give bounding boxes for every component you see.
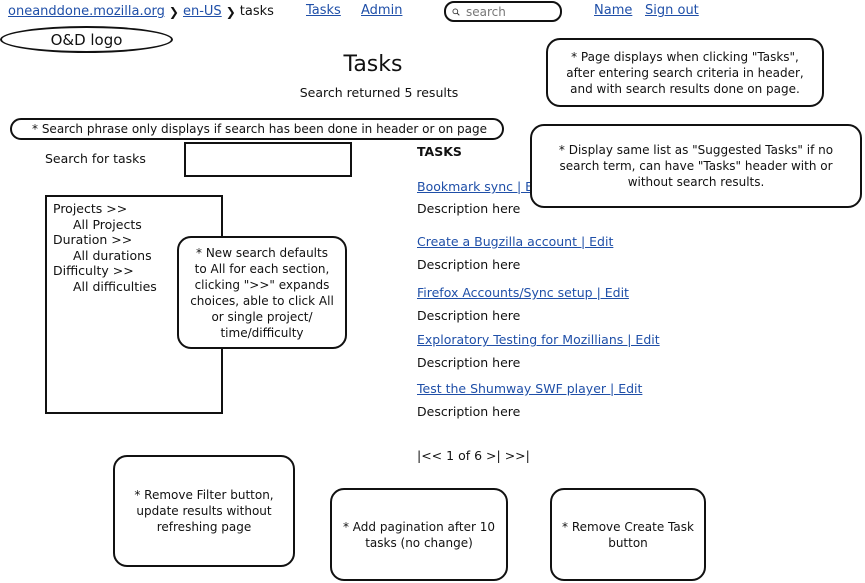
pagination-first[interactable]: |<< [417,448,443,463]
task-description: Description here [417,257,521,272]
nav-tasks-link[interactable]: Tasks [306,3,341,18]
task-link[interactable]: Bookmark sync | Edit [417,179,550,194]
annotation-pagination: * Add pagination after 10 tasks (no chan… [330,488,508,581]
filter-difficulty-toggle[interactable]: Difficulty >> [53,263,134,278]
task-link[interactable]: Exploratory Testing for Mozillians | Edi… [417,332,660,347]
breadcrumb-site-link[interactable]: oneanddone.mozilla.org [8,4,165,19]
logo-label: O&D logo [50,30,123,49]
filter-duration-toggle[interactable]: Duration >> [53,232,133,247]
filter-all-projects[interactable]: All Projects [73,216,142,232]
breadcrumb-locale-link[interactable]: en-US [182,4,222,19]
chevron-right-icon: ❯ [168,4,179,19]
chevron-right-icon: ❯ [225,4,236,19]
task-link[interactable]: Create a Bugzilla account | Edit [417,234,614,249]
search-icon [452,8,460,16]
page-title: Tasks [343,52,403,77]
annotation-remove-create-task: * Remove Create Task button [550,488,706,581]
header-search-input[interactable] [464,3,560,20]
nav-name-link[interactable]: Name [594,3,633,18]
pagination: |<< 1 of 6 >| >>| [417,448,530,463]
task-description: Description here [417,201,521,216]
annotation-search-phrase: * Search phrase only displays if search … [10,118,504,140]
task-description: Description here [417,404,521,419]
search-for-tasks-label: Search for tasks [45,151,146,166]
nav-sign-out-link[interactable]: Sign out [645,3,699,18]
search-for-tasks-input[interactable] [190,148,350,173]
tasks-header: TASKS [417,144,462,159]
filter-all-difficulties[interactable]: All difficulties [73,278,157,294]
filter-projects-toggle[interactable]: Projects >> [53,201,128,216]
breadcrumb-current: tasks [239,4,274,19]
header-search[interactable] [444,1,562,22]
task-description: Description here [417,308,521,323]
site-logo[interactable]: O&D logo [0,26,173,53]
annotation-remove-filter: * Remove Filter button, update results w… [113,455,295,567]
breadcrumb: oneanddone.mozilla.org ❯ en-US ❯ tasks [8,4,274,19]
annotation-page-displays: * Page displays when clicking "Tasks", a… [546,38,824,107]
task-link[interactable]: Test the Shumway SWF player | Edit [417,381,643,396]
pagination-last[interactable]: >>| [500,448,530,463]
search-for-tasks-field[interactable] [184,142,352,177]
task-link[interactable]: Firefox Accounts/Sync setup | Edit [417,285,629,300]
nav-admin-link[interactable]: Admin [361,3,403,18]
search-results-count: Search returned 5 results [299,85,459,100]
pagination-page-info: 1 of 6 [442,448,487,463]
annotation-same-list: * Display same list as "Suggested Tasks"… [530,124,862,208]
annotation-search-defaults: * New search defaults to All for each se… [177,236,347,349]
task-description: Description here [417,355,521,370]
filter-all-durations[interactable]: All durations [73,247,152,263]
filter-panel: Projects >> All Projects Duration >> All… [45,195,223,414]
pagination-next[interactable]: >| [486,448,501,463]
